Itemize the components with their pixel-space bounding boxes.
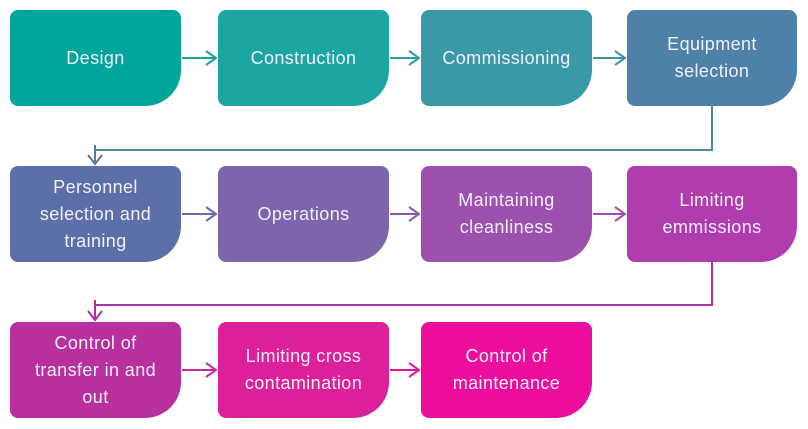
flow-box-design: Design: [10, 10, 181, 106]
flow-box-label: Personnel selection and training: [39, 176, 152, 251]
arrow-personnel-to-operations: [182, 206, 218, 222]
flow-box-equipment-selection: Equipment selection: [627, 10, 797, 106]
flow-box-maintaining-cleanliness: Maintaining cleanliness: [421, 166, 592, 262]
arrow-commissioning-to-equipment: [593, 50, 627, 66]
connector-equipment-to-personnel: [95, 106, 713, 151]
flow-box-label: Limiting emmissions: [662, 190, 762, 237]
flow-box-operations: Operations: [218, 166, 389, 262]
flow-box-control-of-transfer: Control of transfer in and out: [10, 322, 181, 418]
flow-box-control-of-maintenance: Control of maintenance: [421, 322, 592, 418]
flow-box-label: Maintaining cleanliness: [458, 190, 555, 237]
flow-box-label: Control of transfer in and out: [34, 332, 157, 407]
connector-limiting-to-control-arrow: [87, 300, 103, 322]
connector-equipment-to-personnel-arrow: [87, 145, 103, 166]
flow-box-label: Limiting cross contamination: [244, 346, 363, 393]
flow-box-label: Commissioning: [442, 47, 571, 68]
flow-box-label: Equipment selection: [667, 34, 757, 81]
flow-box-limiting-cross-contamination: Limiting cross contamination: [218, 322, 389, 418]
arrow-limitingcross-to-controlmaintenance: [390, 362, 421, 378]
flow-box-commissioning: Commissioning: [421, 10, 592, 106]
arrow-controltransfer-to-limitingcross: [182, 362, 218, 378]
arrow-maintaining-to-limiting: [593, 206, 627, 222]
flow-box-construction: Construction: [218, 10, 389, 106]
connector-limiting-to-control: [95, 262, 713, 306]
flow-box-personnel-selection: Personnel selection and training: [10, 166, 181, 262]
flow-box-label: Operations: [257, 203, 350, 224]
arrow-design-to-construction: [182, 50, 218, 66]
arrow-operations-to-maintaining: [390, 206, 421, 222]
flow-box-limiting-emmissions: Limiting emmissions: [627, 166, 797, 262]
flow-box-label: Construction: [250, 47, 357, 68]
arrow-construction-to-commissioning: [390, 50, 421, 66]
flow-box-label: Control of maintenance: [452, 346, 561, 393]
flow-box-label: Design: [66, 47, 125, 68]
